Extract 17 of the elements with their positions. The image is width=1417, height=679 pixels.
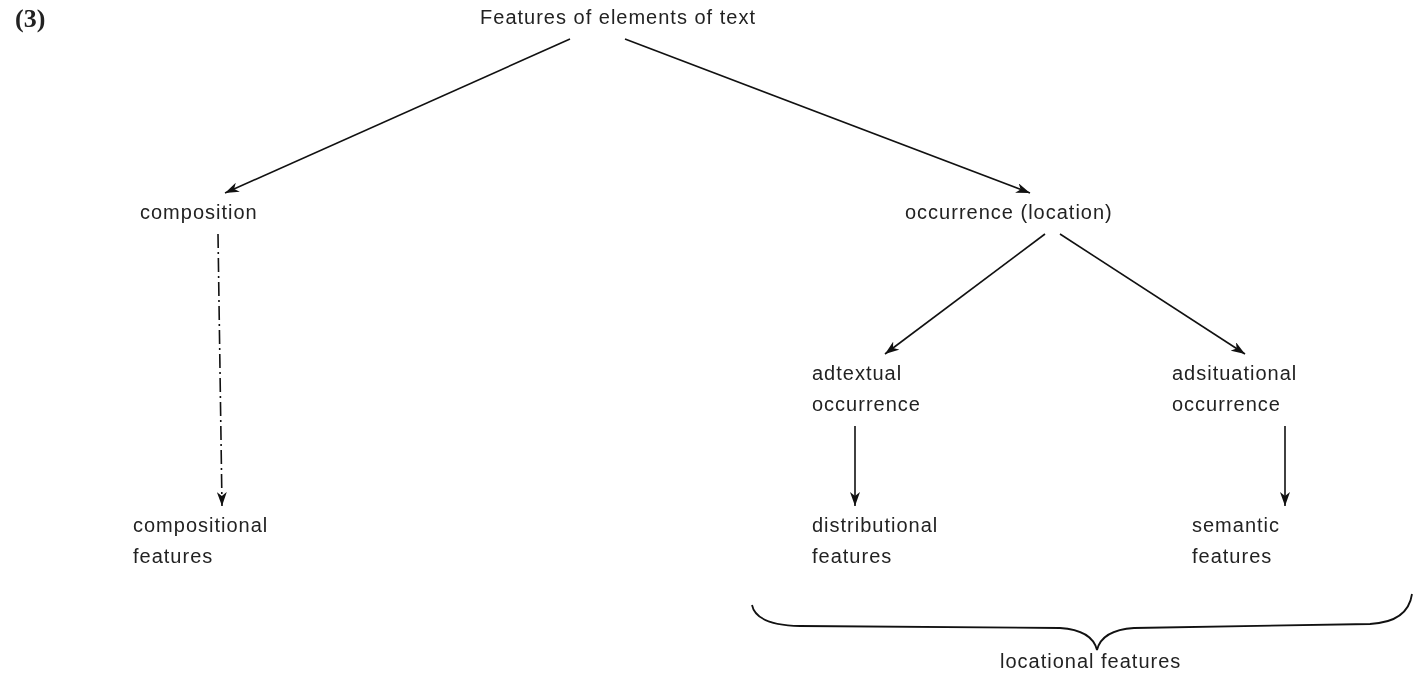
category-text: occurrence (location)	[905, 200, 1113, 225]
arrow	[624, 38, 1031, 194]
arrow	[1280, 425, 1290, 507]
category-text: composition	[140, 200, 258, 225]
subcategory-text: adsituational occurrence	[1172, 361, 1299, 417]
feature-text: semantic features	[1192, 513, 1282, 569]
arrow	[850, 425, 860, 507]
arrow	[216, 233, 227, 507]
root-text: Features of elements of text	[480, 5, 756, 30]
figure-number: (3)	[15, 4, 46, 34]
subcategory-text: adtextual occurrence	[812, 361, 922, 417]
arrow	[1059, 233, 1246, 355]
feature-text: distributional features	[812, 513, 940, 569]
arrow	[884, 233, 1046, 355]
brace-label: locational features	[1000, 650, 1182, 673]
arrow	[224, 38, 571, 194]
feature-text: compositional features	[133, 513, 270, 569]
